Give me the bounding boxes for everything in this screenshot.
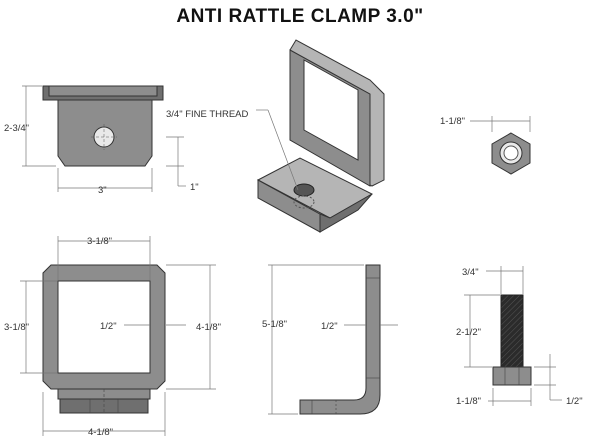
iso-view-window: [303, 59, 359, 161]
side-view: [299, 264, 381, 415]
front-view: [42, 85, 164, 167]
bolt-view-dimensions: [464, 266, 562, 406]
dim-front-width: 3": [98, 185, 107, 196]
front-view-top-bar-face: [48, 85, 158, 97]
dim-top-inner-height: 3-1/8": [4, 322, 29, 333]
dim-bolt-length: 2-1/2": [456, 327, 481, 338]
iso-view-bolt-hole: [293, 183, 315, 197]
top-view-dimensions: [20, 236, 216, 436]
dim-top-outer-width: 4-1/8": [88, 427, 113, 438]
drawing-title: ANTI RATTLE CLAMP 3.0": [176, 6, 424, 27]
dim-bolt-head-height: 1/2": [566, 396, 583, 407]
dim-front-tab: 1": [190, 182, 199, 193]
dim-front-height: 2-3/4": [4, 123, 29, 134]
dim-side-thickness: 1/2": [321, 321, 338, 332]
thread-callout: 3/4" FINE THREAD: [166, 109, 249, 120]
dim-nut-size: 1-1/8": [440, 116, 465, 127]
top-view: [42, 264, 166, 414]
top-view-window: [57, 280, 151, 374]
bolt-view: [492, 294, 532, 386]
iso-view: [256, 39, 385, 233]
side-view-dimensions: [268, 264, 398, 415]
dim-side-height: 5-1/8": [262, 319, 287, 330]
iso-view-base-side: [319, 193, 373, 233]
dim-bolt-head-width: 1-1/8": [456, 396, 481, 407]
dim-top-outer-height: 4-1/8": [196, 322, 221, 333]
dim-bolt-diameter: 3/4": [462, 267, 479, 278]
dim-top-wall: 1/2": [100, 321, 117, 332]
front-view-dimensions: [22, 85, 186, 192]
bolt-head: [492, 366, 532, 386]
dim-top-inner-width: 3-1/8": [87, 236, 112, 247]
side-view-profile: [299, 264, 381, 415]
thread-leader: [267, 109, 299, 191]
nut-view: [491, 132, 531, 175]
bolt-shank: [500, 294, 524, 368]
